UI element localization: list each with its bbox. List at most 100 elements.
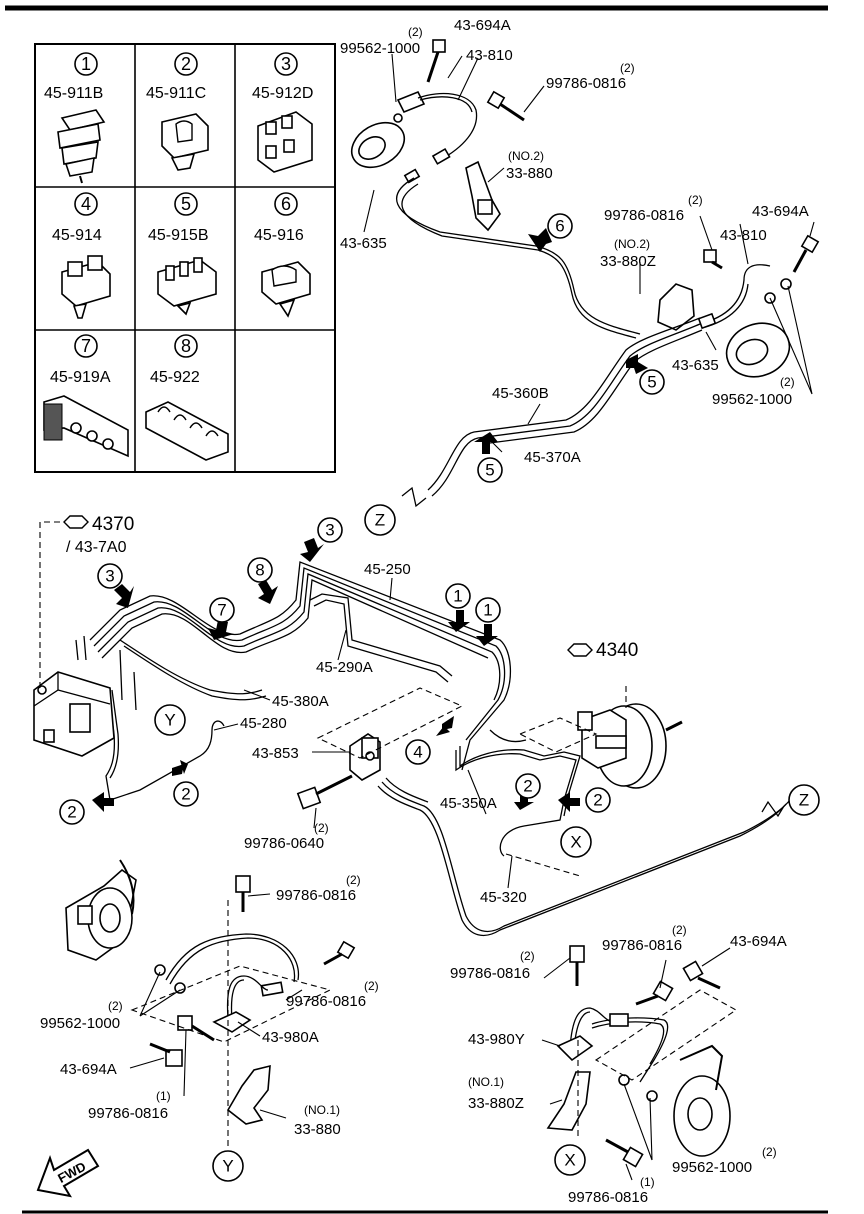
callout-5b: 5	[477, 457, 503, 483]
legend-cell-part: 45-912D	[252, 85, 313, 102]
part-label-99786-0816: 99786-0816	[546, 75, 626, 92]
zone-label: X	[570, 833, 581, 852]
legend-cell-part: 45-922	[150, 369, 200, 386]
clip-45-912D-icon	[257, 111, 313, 173]
callout-number: 3	[105, 567, 114, 586]
callout-6: 6	[547, 213, 573, 239]
part-label-45-370A: 45-370A	[524, 449, 581, 466]
zone-label: Y	[222, 1157, 233, 1176]
part-label-43-635: 43-635	[672, 357, 719, 374]
callout-1b: 1	[475, 597, 501, 623]
legend-cell-part: 45-911B	[44, 85, 103, 102]
bracket-number-label: (NO.2)	[614, 237, 650, 251]
part-label-45-350A: 45-350A	[440, 795, 497, 812]
arrow-clip-6	[528, 228, 552, 252]
legend-cell-number: 7	[81, 336, 91, 356]
callout-2b: 2	[59, 799, 85, 825]
part-label-45-280: 45-280	[240, 715, 287, 732]
part-label-43-694A: 43-694A	[60, 1061, 117, 1078]
part-label-99786-0640: 99786-0640	[244, 835, 324, 852]
clip-locator-arrows	[92, 228, 648, 812]
callout-number: 2	[67, 803, 76, 822]
bracket-number-label: (NO.2)	[508, 149, 544, 163]
qty-label: (1)	[156, 1089, 171, 1103]
arrow-clip-4	[436, 716, 454, 736]
reference-4370: 4370	[92, 514, 134, 535]
bracket-number-label: (NO.1)	[304, 1103, 340, 1117]
part-label-99562-1000: 99562-1000	[40, 1015, 120, 1032]
legend-cell-8: 8 45-922	[145, 334, 229, 461]
clip-45-919A-icon	[43, 395, 129, 458]
qty-label: (2)	[408, 25, 423, 39]
callout-4: 4	[405, 739, 431, 765]
zone-label: X	[564, 1151, 575, 1170]
rear-left-brake-assembly	[350, 39, 525, 232]
arrow-clip-2c	[514, 792, 534, 810]
callout-8: 8	[247, 557, 273, 583]
zone-label: Y	[164, 711, 175, 730]
legend-cell-number: 4	[81, 194, 91, 214]
part-label-45-380A: 45-380A	[272, 693, 329, 710]
zone-label: Z	[799, 791, 809, 810]
qty-label: (2)	[520, 949, 535, 963]
reference-labels: 4370 / 43-7A0 4340	[63, 514, 638, 661]
legend-cell-2: 2 45-911C	[146, 52, 209, 171]
callout-number: 6	[555, 217, 564, 236]
legend-cell-number: 6	[281, 194, 291, 214]
callout-number: 5	[485, 461, 494, 480]
arrow-clip-2a	[172, 760, 188, 776]
callout-number: 7	[217, 601, 226, 620]
abs-hydraulic-unit	[33, 671, 115, 757]
arrow-clip-2b	[92, 792, 114, 812]
legend-cell-number: 8	[181, 336, 191, 356]
part-label-43-635: 43-635	[340, 235, 387, 252]
bracket-number-label: (NO.1)	[468, 1075, 504, 1089]
legend-cell-part: 45-916	[254, 227, 304, 244]
part-label-43-694A: 43-694A	[730, 933, 787, 950]
callout-2d: 2	[585, 787, 611, 813]
arrow-clip-5b	[474, 432, 498, 454]
clip-45-916-icon	[261, 261, 311, 318]
legend-cell-part: 45-911C	[146, 85, 206, 102]
zone-label: Z	[375, 511, 385, 530]
forward-direction-arrow: FWD	[36, 1148, 100, 1198]
main-pipe-bundle	[75, 561, 512, 801]
legend-cell-part: 45-915B	[148, 227, 209, 244]
callout-number: 2	[181, 785, 190, 804]
reference-43-7A0: / 43-7A0	[66, 539, 127, 556]
legend-cell-1: 1 45-911B	[44, 52, 106, 184]
qty-label: (1)	[640, 1175, 655, 1189]
zone-y-top: Y	[154, 704, 186, 736]
part-label-43-694A: 43-694A	[752, 203, 809, 220]
part-label-99562-1000: 99562-1000	[340, 40, 420, 57]
callout-number: 2	[593, 791, 602, 810]
reference-hand-icon	[63, 515, 89, 529]
clip-45-914-icon	[61, 255, 111, 319]
part-label-33-880Z: 33-880Z	[468, 1095, 524, 1112]
legend-cell-part: 45-914	[52, 227, 102, 244]
callout-3b: 3	[97, 563, 123, 589]
callout-1a: 1	[445, 583, 471, 609]
callout-3a: 3	[317, 517, 343, 543]
callout-number: 5	[647, 373, 656, 392]
arrow-clip-5a	[626, 354, 648, 374]
legend-cell-5: 5 45-915B	[148, 192, 217, 316]
part-labels: (2) 43-694A 99562-1000 43-810 (2) 99786-…	[40, 17, 809, 1206]
clip-45-911B-icon	[57, 109, 106, 184]
zone-z-right: Z	[788, 784, 820, 816]
qty-label: (2)	[620, 61, 635, 75]
part-label-33-880: 33-880	[506, 165, 553, 182]
zone-z-left: Z	[364, 504, 396, 536]
three-way-joint-43-853	[296, 733, 381, 810]
part-label-45-360B: 45-360B	[492, 385, 549, 402]
callout-number: 1	[453, 587, 462, 606]
reference-4340: 4340	[596, 640, 638, 661]
legend-cell-6: 6 45-916	[254, 192, 311, 318]
legend-cell-number: 3	[281, 54, 291, 74]
arrow-clip-8	[258, 580, 278, 604]
arrow-clip-7	[208, 620, 234, 640]
part-label-99786-0816: 99786-0816	[568, 1189, 648, 1206]
arrow-clip-1a	[448, 610, 470, 632]
part-label-33-880Z: 33-880Z	[600, 253, 656, 270]
clip-45-911C-icon	[161, 113, 209, 171]
